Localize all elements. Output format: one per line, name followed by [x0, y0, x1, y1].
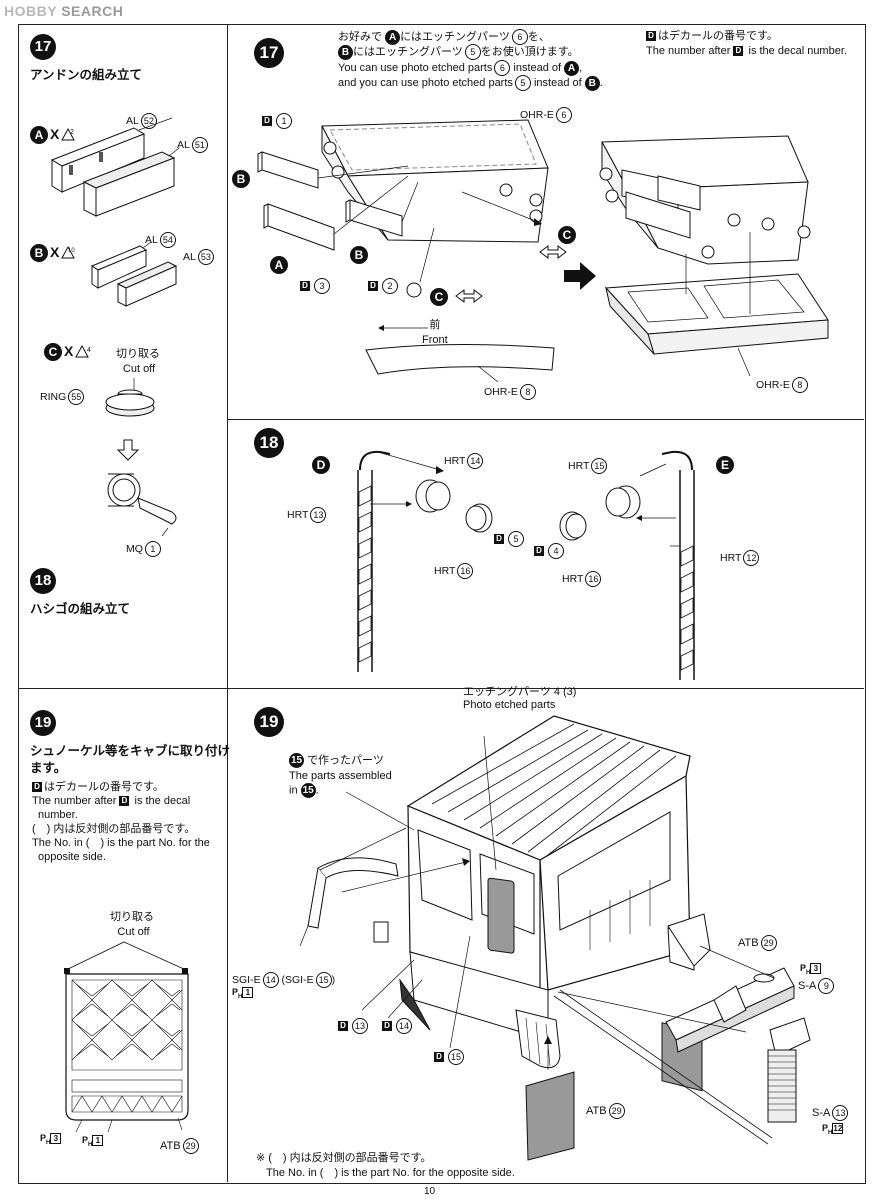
- step-19-title-line2: ます。: [30, 761, 67, 775]
- assembled-note-jp: 15 で作ったパーツ: [289, 753, 384, 768]
- step-18-number-left: 18: [30, 568, 56, 594]
- step-19-number: 19: [254, 707, 284, 737]
- marker-b-1: B: [232, 170, 250, 188]
- marker-a: A: [270, 256, 288, 274]
- assembled-note-en: The parts assembled: [289, 770, 392, 782]
- step-17-number-left: 17: [30, 34, 56, 60]
- etch-parts-en: Photo etched parts: [463, 699, 556, 711]
- andon-a-drawing: [50, 117, 180, 217]
- triangle-icon: [75, 345, 90, 358]
- marker-e: E: [716, 456, 734, 474]
- page-frame: [18, 24, 866, 1184]
- mudflap-drawing: [64, 941, 189, 1133]
- decal-note-en-2: number.: [38, 809, 78, 821]
- step-19-number-left: 19: [30, 710, 56, 736]
- section-divider-17-18: [228, 419, 864, 420]
- decal-note-en: The number after D is the decal: [32, 795, 191, 807]
- triangle-icon: [61, 246, 76, 259]
- paren-note-jp: ( ) 内は反対側の部品番号です。: [32, 823, 196, 835]
- step-17-title: アンドンの組み立て: [30, 68, 143, 82]
- step-17-number: 17: [254, 38, 284, 68]
- assembled-note-en-2: in 15.: [289, 783, 319, 798]
- step-19-drawing: [299, 715, 811, 1161]
- section-divider-18-19: [18, 688, 864, 689]
- ring-drawing: [105, 378, 177, 537]
- decal-note-17-en: The number after D is the decal number.: [646, 45, 847, 57]
- triangle-icon: [61, 128, 76, 141]
- paren-note-en: The No. in ( ) is the part No. for the: [32, 837, 210, 849]
- step-18-drawing: [357, 450, 695, 680]
- footnote-jp: ※ ( ) 内は反対側の部品番号です。: [256, 1152, 432, 1164]
- paren-note-en-2: opposite side.: [38, 851, 106, 863]
- marker-b-2: B: [350, 246, 368, 264]
- step-17-drawing: [257, 119, 829, 383]
- page-number: 10: [424, 1186, 436, 1197]
- marker-d: D: [312, 456, 330, 474]
- marker-c-2: C: [430, 288, 448, 306]
- ph-12-main: PH12: [822, 1123, 844, 1136]
- andon-b-drawing: [90, 241, 178, 307]
- step-19-title-line1: シュノーケル等をキャブに取り付け: [30, 744, 231, 758]
- step-18-number: 18: [254, 428, 284, 458]
- marker-c-1: C: [558, 226, 576, 244]
- watermark: HOBBY SEARCH: [4, 3, 124, 19]
- column-divider: [227, 24, 228, 1182]
- footnote-en: The No. in ( ) is the part No. for the o…: [266, 1167, 515, 1179]
- step-18-title: ハシゴの組み立て: [30, 602, 131, 616]
- etch-parts-jp: エッチングパーツ 4 (3): [463, 686, 577, 698]
